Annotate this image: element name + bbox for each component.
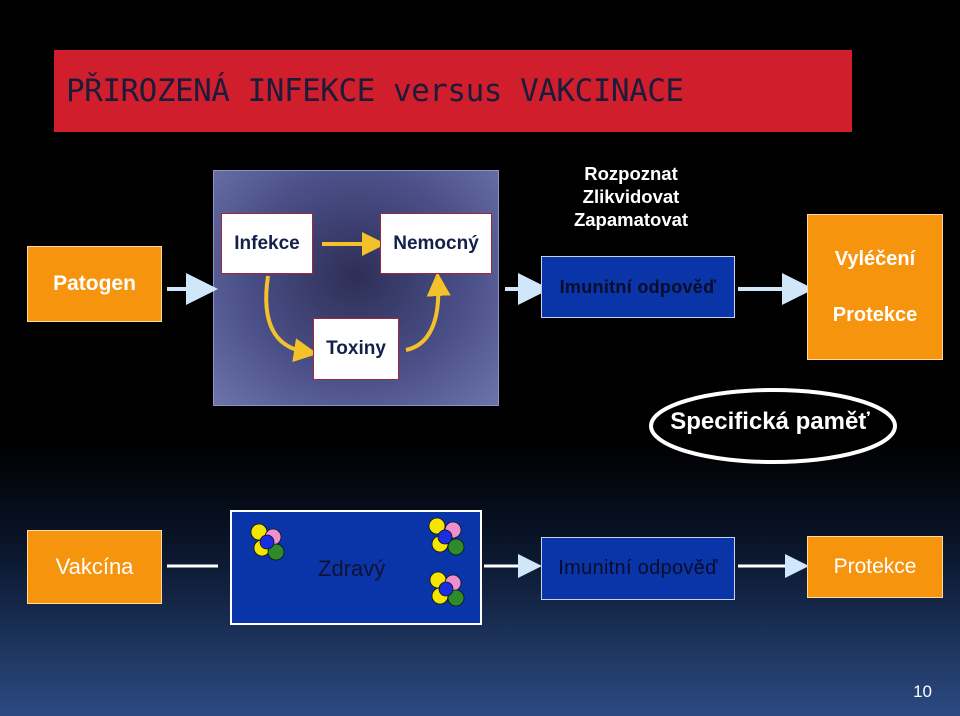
- vaccine-protection-box: Protekce: [807, 536, 943, 598]
- slide-title: PŘIROZENÁ INFEKCE versus VAKCINACE: [66, 73, 684, 109]
- title-bar: PŘIROZENÁ INFEKCE versus VAKCINACE: [54, 50, 852, 132]
- pathogen-box: Patogen: [27, 246, 162, 322]
- vaccine-immune-response-label: Imunitní odpověď: [558, 557, 718, 579]
- toxins-label: Toxiny: [326, 338, 386, 359]
- outcome-box: Vyléčení Protekce: [807, 214, 943, 360]
- toxins-box: Toxiny: [313, 318, 399, 380]
- protection-label: Protekce: [832, 303, 918, 326]
- vaccine-box: Vakcína: [27, 530, 162, 604]
- arrow-toxins-to-sick: [405, 272, 451, 352]
- sick-label: Nemocný: [393, 232, 479, 254]
- immune-response-box: Imunitní odpověď: [541, 256, 735, 318]
- step-recognize: Rozpoznat: [584, 163, 678, 184]
- step-memorize: Zapamatovat: [573, 209, 689, 230]
- vaccine-protection-label: Protekce: [833, 555, 917, 578]
- healthy-label: Zdravý: [318, 556, 386, 581]
- molecule-cluster-icon: [428, 517, 465, 556]
- memory-ellipse: [649, 388, 897, 464]
- immune-response-label: Imunitní odpověď: [559, 276, 717, 297]
- memory-label: Specifická paměť: [670, 408, 870, 435]
- pathogen-label: Patogen: [53, 272, 136, 295]
- vaccine-label: Vakcína: [55, 554, 134, 579]
- molecule-cluster-icon: [250, 523, 285, 561]
- sick-box: Nemocný: [380, 213, 492, 274]
- infection-label: Infekce: [234, 232, 300, 254]
- vaccine-immune-response-box: Imunitní odpověď: [541, 537, 735, 600]
- molecule-cluster-icon: [429, 571, 465, 607]
- infection-box: Infekce: [221, 213, 313, 274]
- recovery-label: Vyléčení: [834, 247, 916, 270]
- step-eliminate: Zlikvidovat: [582, 186, 680, 207]
- arrow-infection-to-toxins: [264, 275, 318, 363]
- response-steps: Rozpoznat Zlikvidovat Zapamatovat: [548, 162, 714, 231]
- page-number: 10: [913, 682, 932, 701]
